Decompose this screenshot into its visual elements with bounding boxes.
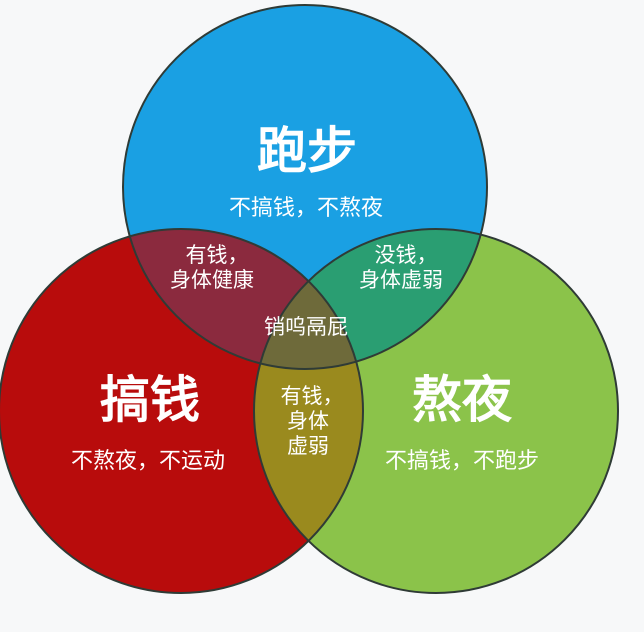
money-late-text: 有钱， 身体 虚弱 <box>280 384 344 458</box>
center-text: 销呜鬲屁 <box>264 315 348 339</box>
late-title: 熬夜 <box>412 371 512 429</box>
late-subtitle: 不搞钱，不跑步 <box>384 449 540 474</box>
running-money-text: 有钱， 身体健康 <box>170 243 254 292</box>
running-subtitle: 不搞钱，不熬夜 <box>228 196 384 221</box>
region-running-money <box>123 229 363 369</box>
money-subtitle: 不熬夜，不运动 <box>70 449 226 474</box>
running-title: 跑步 <box>257 122 357 180</box>
money-title: 搞钱 <box>100 371 200 429</box>
running-late-text: 没钱， 身体虚弱 <box>359 243 443 292</box>
region-running-late <box>254 229 487 369</box>
